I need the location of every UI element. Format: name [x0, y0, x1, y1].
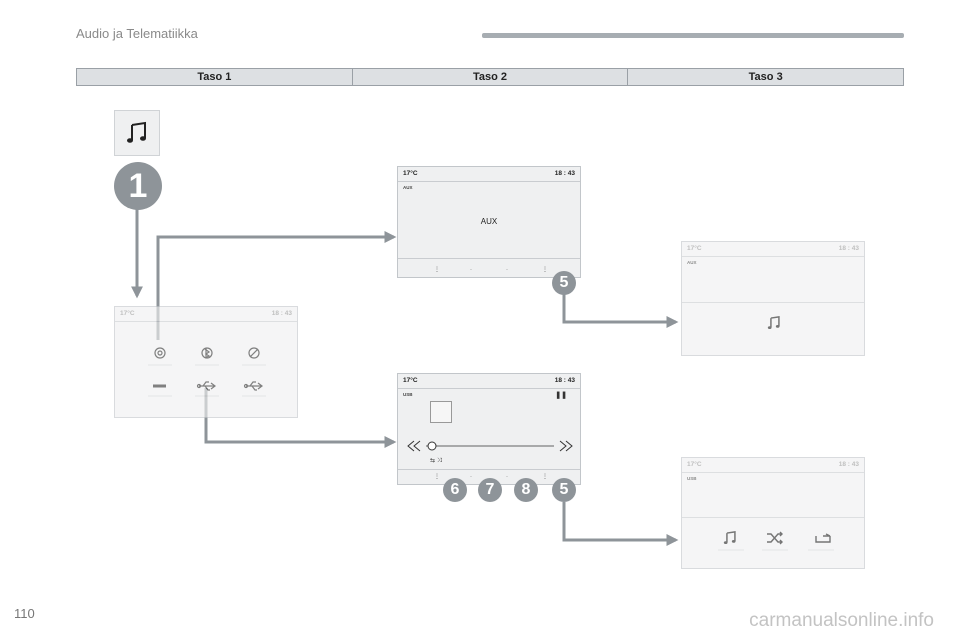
header-bar — [482, 33, 904, 38]
screen-source-select: 17°C 18 : 43 — [114, 306, 298, 418]
shuffle-icon[interactable] — [766, 530, 784, 546]
aux-center-label: AUX — [480, 217, 498, 226]
bottom-bar: ⋮ · · ⋮ — [398, 258, 580, 277]
source-label: USB — [403, 392, 413, 397]
clock-readout: 18 : 43 — [838, 461, 859, 468]
callout-5-aux: 5 — [552, 271, 576, 295]
status-bar: 17°C 18 : 43 — [682, 242, 864, 257]
callout-7: 7 — [478, 478, 502, 502]
temperature-readout: 17°C — [403, 170, 418, 177]
screen-usb-level3: 17°C 18 : 43 USB — [681, 457, 865, 569]
watermark: carmanualsonline.info — [749, 610, 934, 631]
callout-5-usb: 5 — [552, 478, 576, 502]
pause-icon[interactable]: ❚❚ — [555, 392, 567, 399]
disc-icon — [248, 347, 260, 359]
callout-6: 6 — [443, 478, 467, 502]
screen-usb: 17°C 18 : 43 USB ❚❚ ⇆ ⤨ ⋮ · · ⋮ — [397, 373, 581, 485]
usb-icon-2 — [243, 381, 263, 391]
arrow-aux-level3 — [562, 292, 679, 328]
bottom-dividers — [718, 549, 834, 551]
clock-readout: 18 : 43 — [838, 245, 859, 252]
level-3-header: Taso 3 — [748, 71, 783, 83]
bluetooth-icon — [201, 347, 213, 359]
shuffle-icon[interactable]: ⇆ ⤨ — [430, 458, 442, 464]
callout-1: 1 — [114, 162, 162, 210]
music-source-key[interactable] — [114, 110, 160, 156]
screen-aux-level3: 17°C 18 : 43 AUX — [681, 241, 865, 356]
page-header-title: Audio ja Telematiikka — [76, 26, 198, 41]
temperature-readout: 17°C — [687, 245, 702, 252]
clock-readout: 18 : 43 — [554, 170, 575, 177]
clock-readout: 18 : 43 — [271, 310, 292, 317]
status-bar: 17°C 18 : 43 — [682, 458, 864, 473]
source-label: USB — [687, 476, 697, 481]
callout-8: 8 — [514, 478, 538, 502]
radio-icon — [154, 347, 166, 359]
level-1-header: Taso 1 — [77, 69, 353, 85]
repeat-icon[interactable] — [814, 530, 832, 546]
status-bar: 17°C 18 : 43 — [398, 374, 580, 389]
page-number: 110 — [14, 606, 35, 621]
bottom-bar — [682, 517, 864, 568]
source-label: AUX — [403, 185, 413, 190]
clock-readout: 18 : 43 — [554, 377, 575, 384]
levels-table: Taso 1 Taso 2 Taso 3 — [76, 68, 904, 86]
temperature-readout: 17°C — [687, 461, 702, 468]
arrow-usb-level3 — [562, 502, 679, 546]
album-art — [430, 401, 452, 423]
level-2-header: Taso 2 — [353, 69, 629, 85]
bottom-bar — [682, 302, 864, 355]
usb-icon-1 — [196, 381, 216, 391]
status-bar: 17°C 18 : 43 — [398, 167, 580, 182]
music-note-icon[interactable] — [722, 530, 738, 546]
music-note-icon — [127, 121, 146, 143]
temperature-readout: 17°C — [403, 377, 418, 384]
status-bar: 17°C 18 : 43 — [115, 307, 297, 322]
bottom-bar: ⋮ · · ⋮ — [398, 469, 580, 484]
progress-bar[interactable] — [406, 438, 574, 454]
temperature-readout: 17°C — [120, 310, 135, 317]
music-note-icon[interactable] — [766, 315, 782, 331]
source-label: AUX — [687, 260, 697, 265]
screen-aux: 17°C 18 : 43 AUX AUX ⋮ · · ⋮ — [397, 166, 581, 278]
